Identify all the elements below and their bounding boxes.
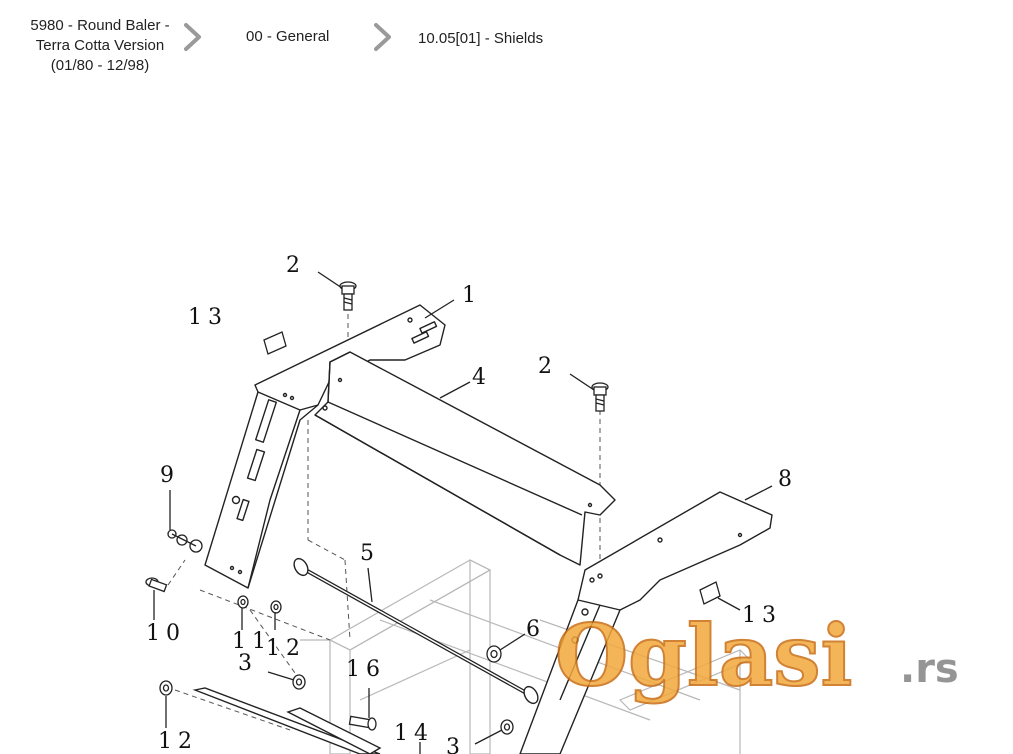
callout-10: 10 — [146, 621, 186, 646]
callout-16: 16 — [346, 657, 386, 682]
breadcrumb-item-general[interactable]: 00 - General — [246, 28, 330, 45]
breadcrumb-model-line3: (01/80 - 12/98) — [50, 57, 150, 74]
callout-4: 4 — [472, 365, 492, 390]
breadcrumb-model-line2: Terra Cotta Version — [35, 37, 165, 54]
bolt-2-right[interactable] — [591, 382, 609, 412]
part-13-pad-left[interactable] — [263, 331, 287, 355]
part-8-side-bracket[interactable] — [519, 491, 773, 754]
part-13-pad-right[interactable] — [699, 581, 721, 605]
breadcrumb: 5980 - Round Baler - Terra Cotta Version… — [0, 0, 1013, 90]
callout-3-bottom: 3 — [446, 735, 466, 754]
breadcrumb-model-line1: 5980 - Round Baler - — [30, 17, 170, 34]
callout-2-right: 2 — [538, 354, 558, 379]
part-3-nut-bottom[interactable] — [500, 719, 514, 735]
watermark-suffix: .rs — [900, 646, 959, 692]
part-16-bolt[interactable] — [348, 715, 377, 731]
bolt-2-top[interactable] — [339, 281, 357, 311]
breadcrumb-item-shields[interactable]: 10.05[01] - Shields — [418, 30, 544, 47]
callout-13-right: 13 — [742, 603, 782, 628]
part-9-latch[interactable] — [167, 529, 203, 553]
callout-12-mid: 12 — [266, 636, 306, 661]
oglasi-watermark-logo: Oglasi .rs — [554, 605, 959, 706]
part-3-nut-left[interactable] — [292, 674, 306, 690]
callout-labels: 1 2 2 13 4 8 9 5 6 13 10 11 12 3 16 12 1… — [146, 253, 798, 754]
callout-9: 9 — [160, 463, 180, 488]
watermark-main: Oglasi — [555, 606, 852, 705]
chevron-right-icon — [184, 23, 201, 51]
callout-14: 14 — [394, 721, 434, 746]
part-6-bushing[interactable] — [486, 645, 502, 663]
callout-11: 11 — [232, 629, 272, 654]
callout-8: 8 — [778, 467, 798, 492]
callout-3-left: 3 — [238, 651, 258, 676]
part-11-washers[interactable] — [237, 595, 282, 614]
part-12-washer[interactable] — [159, 680, 173, 696]
part-10-bolt[interactable] — [145, 577, 168, 593]
callout-5: 5 — [360, 541, 380, 566]
callout-1: 1 — [462, 283, 482, 308]
callout-leader-lines — [153, 271, 773, 754]
part-4-shield-panel[interactable] — [314, 351, 616, 566]
chevron-right-icon — [374, 23, 391, 51]
callout-13-left: 13 — [188, 305, 228, 330]
callout-2-top: 2 — [286, 253, 306, 278]
part-lower-bar[interactable] — [192, 687, 382, 754]
callout-6: 6 — [526, 617, 546, 642]
breadcrumb-item-model[interactable]: 5980 - Round Baler - Terra Cotta Version… — [20, 16, 180, 76]
callout-12-bottom: 12 — [158, 729, 198, 754]
part-5-rod[interactable] — [291, 556, 540, 706]
